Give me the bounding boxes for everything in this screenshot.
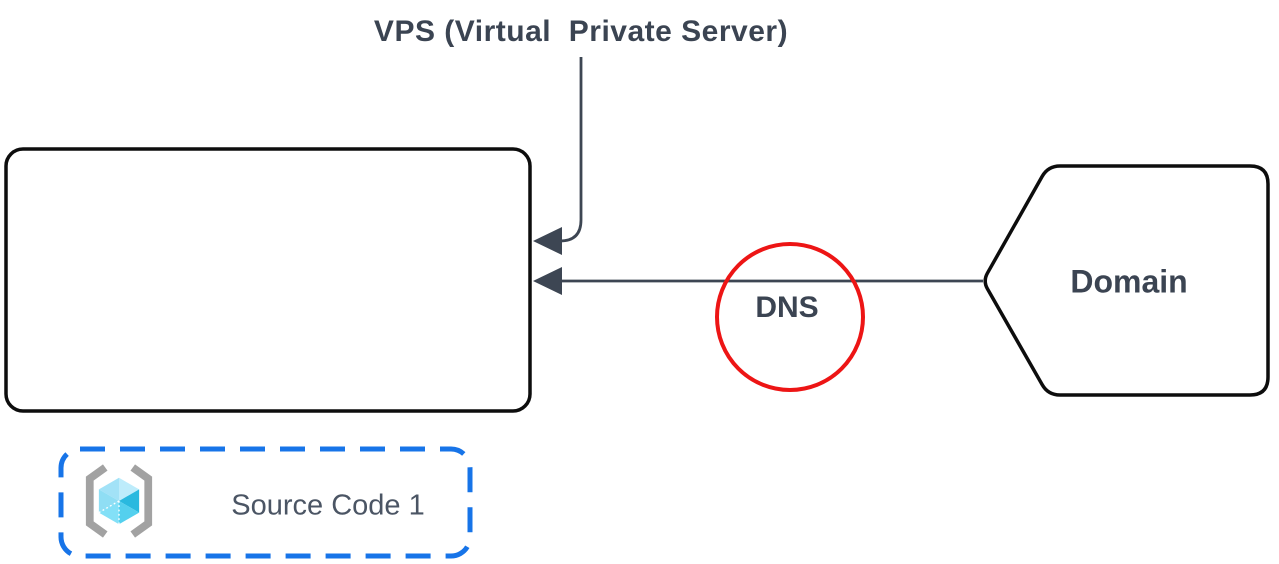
domain-node[interactable] xyxy=(983,164,1270,397)
vps-box[interactable] xyxy=(4,147,532,413)
domain-label: Domain xyxy=(1070,263,1188,300)
title-connector-arrowhead xyxy=(533,227,562,255)
dns-circle[interactable] xyxy=(715,242,865,392)
cube-in-brackets-icon xyxy=(85,464,153,538)
source-code-label: Source Code 1 xyxy=(231,489,425,522)
left-bracket-glyph xyxy=(85,464,108,538)
right-bracket-glyph xyxy=(130,464,153,538)
diagram-title: VPS (Virtual Private Server) xyxy=(373,15,789,48)
domain-connector-arrowhead xyxy=(533,267,562,295)
cube-glyph xyxy=(98,477,140,525)
source-code-box[interactable] xyxy=(58,446,473,559)
dns-label: DNS xyxy=(755,291,819,324)
title-connector-line[interactable] xyxy=(559,57,583,243)
